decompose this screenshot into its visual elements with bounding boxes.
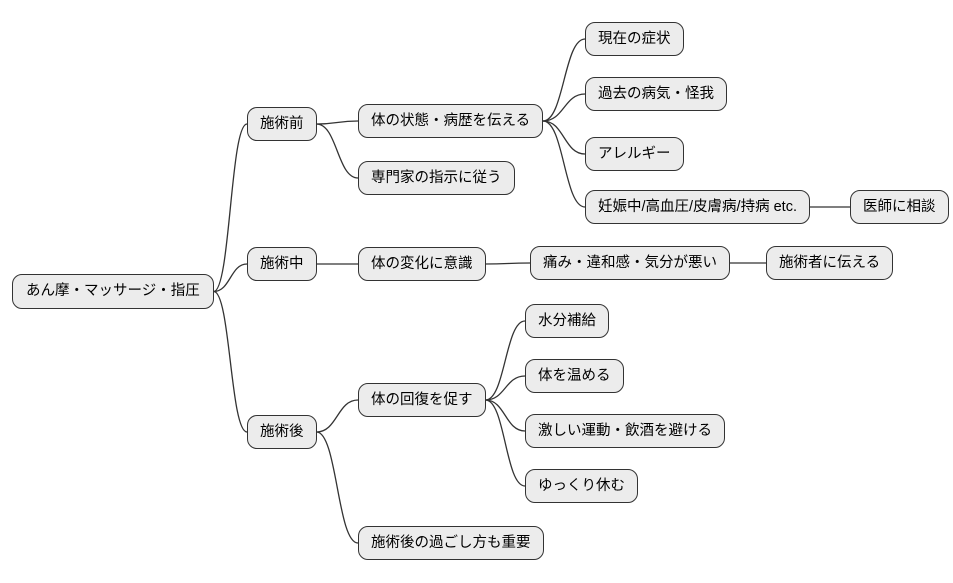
node-risk: 妊娠中/高血圧/皮膚病/持病 etc. xyxy=(585,190,810,224)
node-past: 過去の病気・怪我 xyxy=(585,77,727,111)
node-post: 施術後 xyxy=(247,415,317,449)
edge-recovery-avoid xyxy=(485,399,526,432)
node-water: 水分補給 xyxy=(525,304,609,338)
node-label: 体の状態・病歴を伝える xyxy=(371,112,531,129)
node-rest: ゆっくり休む xyxy=(525,469,638,503)
edge-root-pre xyxy=(213,123,248,293)
node-label: 施術者に伝える xyxy=(779,254,881,271)
node-label: 現在の症状 xyxy=(598,30,671,47)
node-avoid: 激しい運動・飲酒を避ける xyxy=(525,414,725,448)
node-label: 痛み・違和感・気分が悪い xyxy=(543,254,717,271)
edge-root-post xyxy=(213,290,248,433)
node-recovery: 体の回復を促す xyxy=(358,383,486,417)
node-label: 施術後の過ごし方も重要 xyxy=(371,534,531,551)
node-mid: 施術中 xyxy=(247,247,317,281)
node-label: 医師に相談 xyxy=(863,198,936,215)
edge-pre-expert xyxy=(316,123,359,179)
node-root: あん摩・マッサージ・指圧 xyxy=(12,274,214,309)
node-label: 体の回復を促す xyxy=(371,391,473,408)
node-aware: 体の変化に意識 xyxy=(358,247,486,281)
node-symptoms: 現在の症状 xyxy=(585,22,684,56)
node-warm: 体を温める xyxy=(525,359,624,393)
node-label: 施術前 xyxy=(260,115,304,132)
edge-root-mid xyxy=(213,263,248,293)
edge-recovery-water xyxy=(485,320,526,401)
node-label: 妊娠中/高血圧/皮膚病/持病 etc. xyxy=(598,198,797,215)
node-label: 過去の病気・怪我 xyxy=(598,85,714,102)
node-label: アレルギー xyxy=(598,145,671,162)
edge-recovery-rest xyxy=(485,399,526,487)
node-pre: 施術前 xyxy=(247,107,317,141)
node-aftercare: 施術後の過ごし方も重要 xyxy=(358,526,544,560)
edge-condition-risk xyxy=(542,120,586,208)
node-label: あん摩・マッサージ・指圧 xyxy=(26,283,200,300)
edge-recovery-warm xyxy=(485,375,526,401)
edge-condition-allergy xyxy=(543,120,586,155)
node-tell: 施術者に伝える xyxy=(766,246,894,280)
node-condition: 体の状態・病歴を伝える xyxy=(358,104,544,138)
edge-post-aftercare xyxy=(316,431,359,544)
edge-post-recovery xyxy=(316,399,359,433)
node-doctor: 医師に相談 xyxy=(850,190,949,224)
node-label: 水分補給 xyxy=(538,312,596,329)
node-label: 施術中 xyxy=(260,255,304,272)
node-allergy: アレルギー xyxy=(585,137,684,171)
node-label: 激しい運動・飲酒を避ける xyxy=(538,422,712,439)
node-pain: 痛み・違和感・気分が悪い xyxy=(530,246,730,280)
node-label: ゆっくり休む xyxy=(538,477,625,494)
node-label: 専門家の指示に従う xyxy=(371,169,502,186)
edge-aware-pain xyxy=(485,262,531,265)
node-label: 体を温める xyxy=(538,367,611,384)
node-label: 体の変化に意識 xyxy=(371,255,473,272)
node-expert: 専門家の指示に従う xyxy=(358,161,515,195)
edge-pre-condition xyxy=(316,120,359,125)
edge-condition-past xyxy=(543,93,586,122)
edge-condition-symptoms xyxy=(542,38,586,122)
node-label: 施術後 xyxy=(260,423,304,440)
